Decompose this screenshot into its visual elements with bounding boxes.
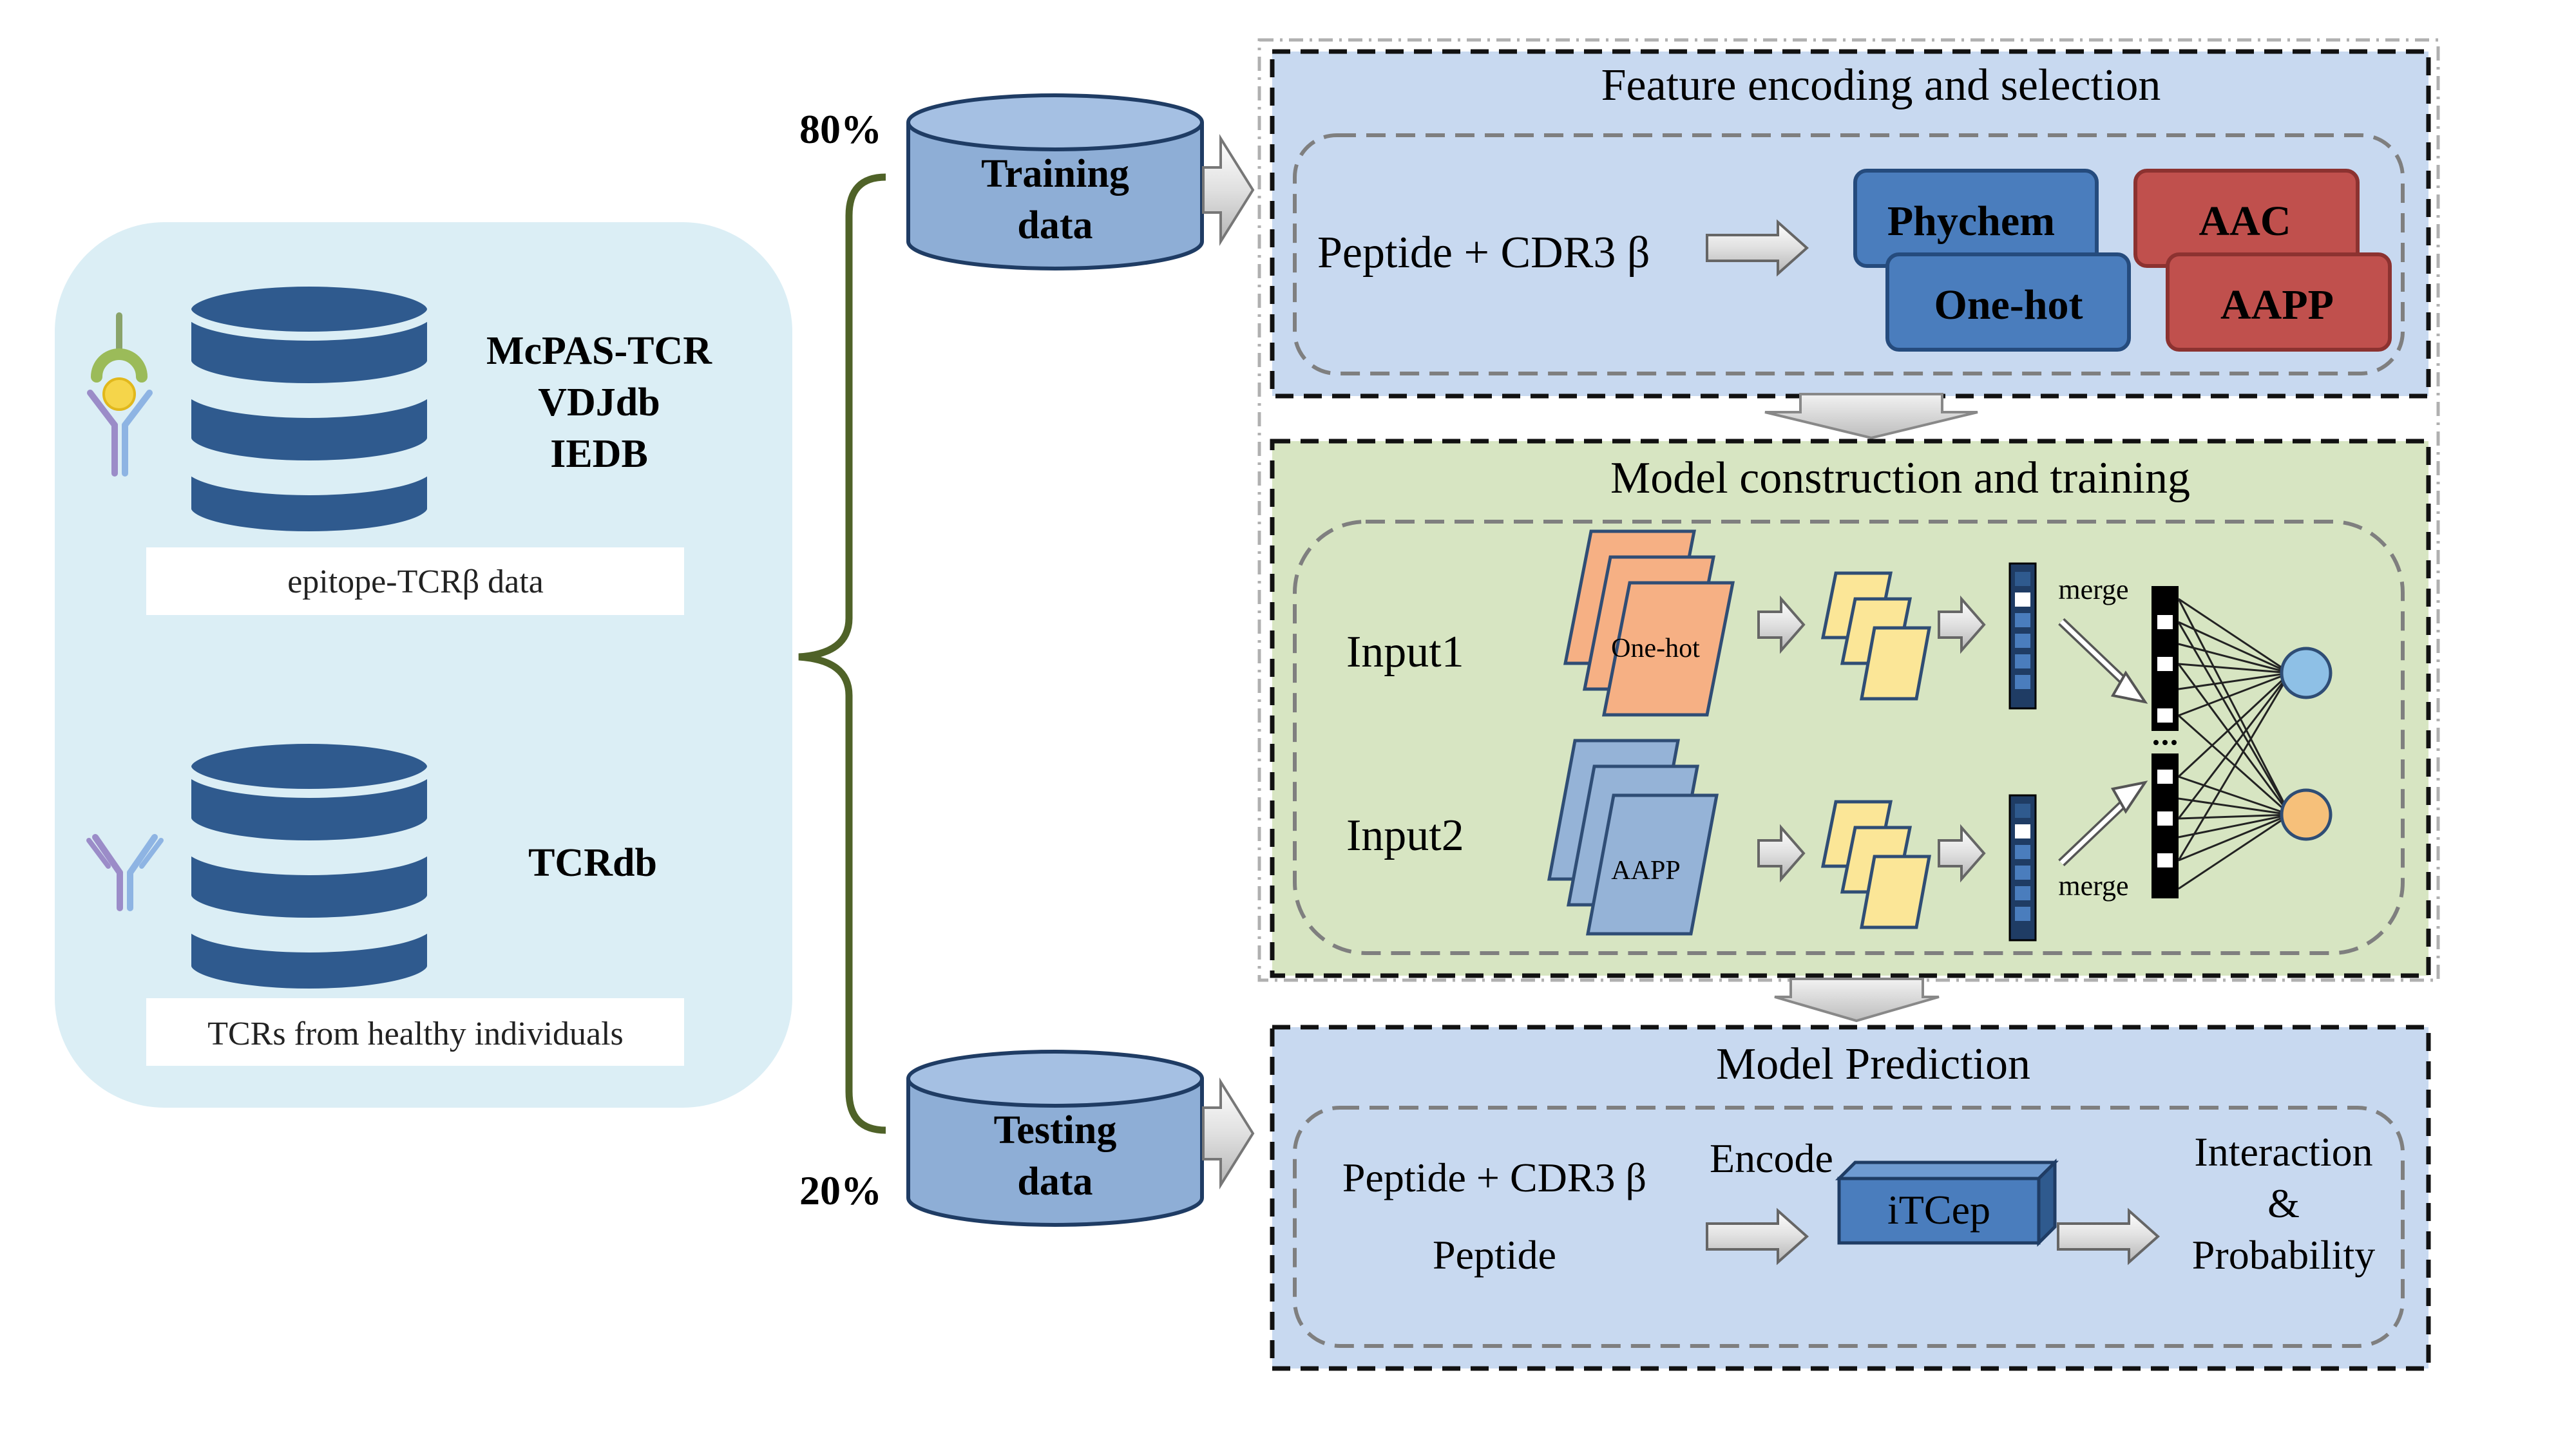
feature-arrow — [1706, 219, 1809, 277]
prediction-input-1: Peptide + CDR3 β — [1342, 1155, 1646, 1200]
source-iedb: IEDB — [550, 432, 648, 476]
merge-label-bottom: merge — [2058, 870, 2128, 902]
itcep-model-box — [1835, 1158, 2059, 1247]
input2-label: Input2 — [1346, 811, 1464, 860]
source-vdjdb: VDJdb — [538, 381, 660, 424]
negative-data-label: TCRs from healthy individuals — [207, 1016, 624, 1052]
pooled-maps-2 — [1820, 800, 1931, 929]
testing-data-cylinder: Testing data — [906, 1050, 1204, 1227]
testing-label-2: data — [1017, 1160, 1092, 1204]
down-arrow-2 — [1774, 978, 1940, 1023]
prediction-panel: Model Prediction Peptide + CDR3 β Peptid… — [1270, 1025, 2431, 1371]
merge-label-top: merge — [2058, 574, 2128, 605]
output-node-1 — [2280, 647, 2333, 699]
feature-panel-title: Feature encoding and selection — [1601, 61, 2161, 110]
feature-phychem: Phychem — [1887, 198, 2055, 245]
source-mcpas: McPAS-TCR — [486, 329, 712, 373]
feature-aac: AAC — [2199, 198, 2291, 245]
input1-label: Input1 — [1346, 627, 1464, 677]
onehot-map-label: One-hot — [1611, 634, 1700, 663]
split-bracket — [798, 173, 886, 1134]
output-interaction: Interaction — [2194, 1129, 2372, 1175]
testing-label-1: Testing — [994, 1108, 1117, 1152]
feature-onehot: One-hot — [1934, 281, 2083, 328]
tcr-icon — [86, 834, 164, 911]
flatten-vector-1 — [2008, 562, 2037, 710]
down-arrow-1 — [1764, 393, 1978, 440]
encode-label: Encode — [1710, 1135, 1833, 1181]
source-tcrdb: TCRdb — [528, 841, 657, 885]
epitope-tcr-icon — [87, 312, 153, 477]
output-probability: Probability — [2192, 1232, 2375, 1278]
feature-panel: Feature encoding and selection Peptide +… — [1270, 49, 2431, 399]
encode-arrow — [1706, 1208, 1809, 1265]
training-data-cylinder: Training data — [906, 93, 1204, 270]
test-percent: 20% — [799, 1168, 882, 1213]
prediction-panel-title: Model Prediction — [1716, 1039, 2030, 1089]
database-icon-negative — [182, 735, 436, 998]
pooled-maps-1 — [1820, 571, 1931, 701]
train-arrow — [1202, 134, 1255, 246]
model-panel-title: Model construction and training — [1610, 453, 2190, 503]
database-icon-positive — [182, 278, 436, 540]
onehot-feature-maps — [1563, 529, 1735, 717]
model-panel: Model construction and training Input1 I… — [1270, 439, 2431, 978]
output-ampersand: & — [2267, 1180, 2300, 1226]
training-label-1: Training — [981, 152, 1129, 196]
positive-data-label: epitope-TCRβ data — [287, 564, 544, 600]
aapp-feature-maps — [1547, 739, 1719, 936]
conv-arrow-2 — [1757, 824, 1806, 883]
output-arrow — [2057, 1208, 2161, 1265]
merged-vector — [2151, 586, 2179, 898]
pool-arrow-1 — [1938, 595, 1986, 654]
itcep-label: iTCep — [1887, 1187, 1990, 1233]
pool-arrow-2 — [1938, 824, 1986, 883]
output-node-2 — [2280, 788, 2333, 841]
feature-input-label: Peptide + CDR3 β — [1317, 228, 1650, 278]
train-percent: 80% — [799, 106, 882, 152]
data-sources-panel: McPAS-TCR VDJdb IEDB epitope-TCRβ data T… — [55, 222, 792, 1108]
dense-connections — [2177, 598, 2291, 890]
flatten-vector-2 — [2008, 794, 2037, 942]
feature-aapp: AAPP — [2220, 281, 2334, 328]
conv-arrow-1 — [1757, 595, 1806, 654]
test-arrow — [1202, 1077, 1255, 1189]
aapp-map-label: AAPP — [1611, 856, 1680, 886]
training-label-2: data — [1017, 204, 1092, 247]
prediction-input-2: Peptide — [1433, 1232, 1556, 1278]
